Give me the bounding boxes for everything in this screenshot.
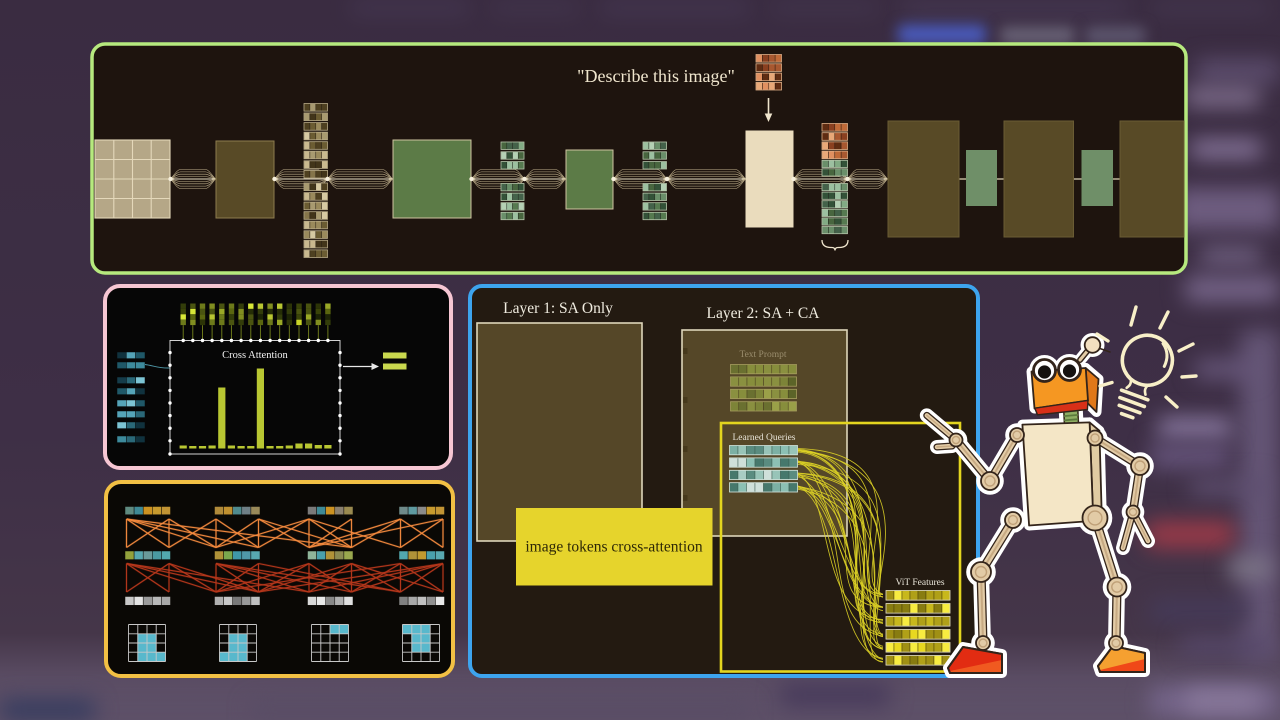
svg-text:Cross Attention: Cross Attention <box>222 350 288 361</box>
svg-text:image tokens cross-attention: image tokens cross-attention <box>525 539 703 556</box>
svg-text:ViT Features: ViT Features <box>895 578 944 588</box>
svg-text:"Describe this image": "Describe this image" <box>577 66 735 86</box>
svg-text:Text Prompt: Text Prompt <box>739 350 786 360</box>
svg-text:Layer 1: SA Only: Layer 1: SA Only <box>503 300 613 317</box>
svg-text:Learned Queries: Learned Queries <box>732 433 795 443</box>
svg-text:Layer 2: SA + CA: Layer 2: SA + CA <box>707 305 821 322</box>
